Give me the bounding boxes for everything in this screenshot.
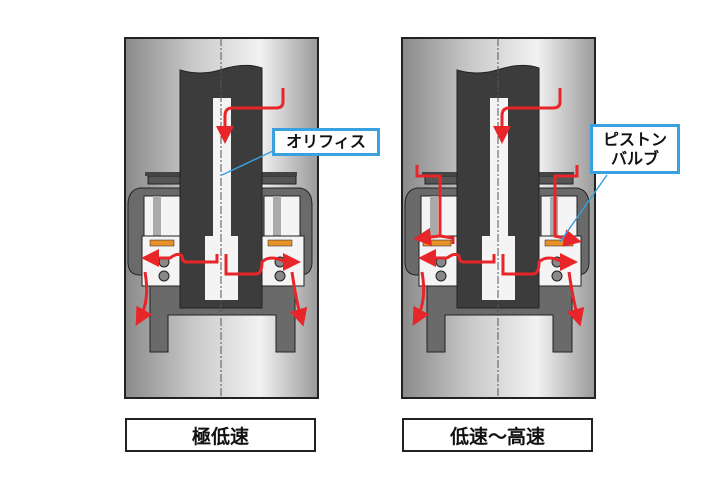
callout-line-2: バルブ: [610, 149, 659, 168]
callout-line-1: ピストン: [602, 130, 667, 149]
oil-flow-arrows: [412, 88, 585, 327]
valve-shim-right: [544, 239, 574, 247]
callout-orifice: オリフィス: [272, 128, 380, 156]
valve-shim-left: [149, 239, 175, 247]
callout-leader: [221, 149, 276, 176]
caption-low-to-high-speed: 低速〜高速: [402, 418, 593, 452]
piston-assembly: [124, 37, 319, 399]
callout-leader: [559, 174, 608, 243]
oil-flow-arrows: [135, 88, 308, 327]
valve-shim-right: [267, 239, 293, 247]
panel-low-to-high-speed: [401, 37, 608, 399]
piston-assembly: [401, 37, 596, 399]
callout-piston-valve: ピストン バルブ: [590, 124, 680, 174]
caption-very-low-speed: 極低速: [125, 418, 316, 452]
valve-shim-left: [422, 239, 452, 247]
panel-very-low-speed: [124, 37, 319, 399]
